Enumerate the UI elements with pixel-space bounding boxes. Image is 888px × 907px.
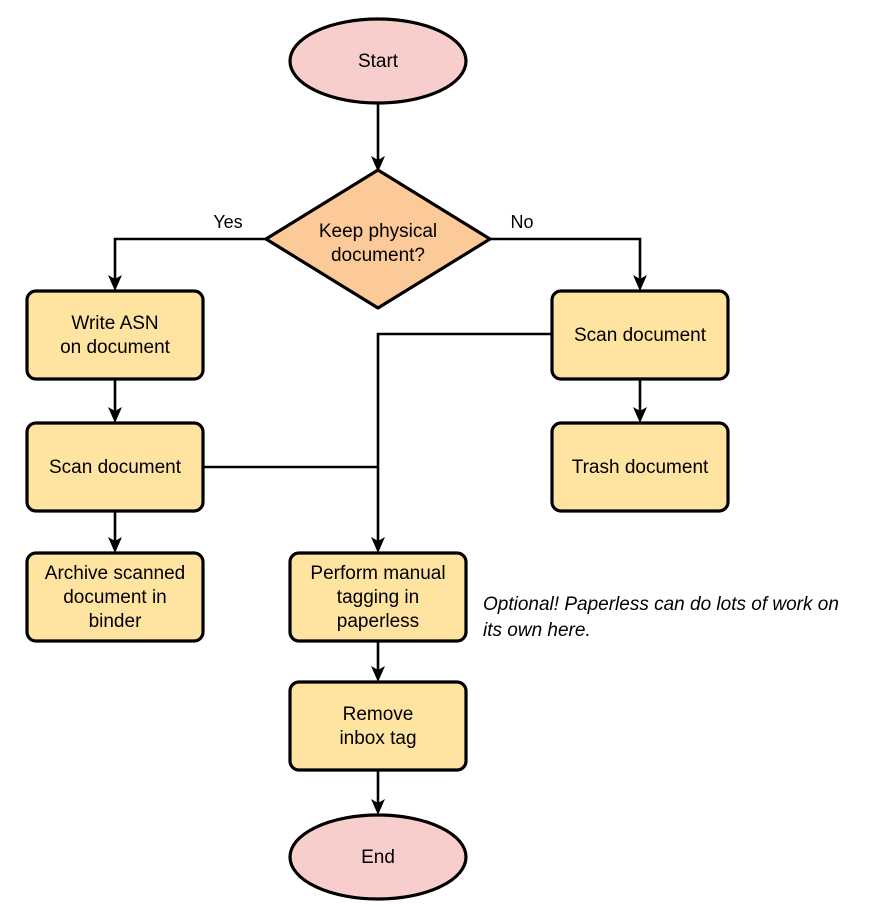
archive-binder-label-line-2: document in	[63, 587, 167, 608]
annotation-line-2: its own here.	[483, 620, 591, 641]
edge-label-yes: Yes	[213, 212, 242, 232]
node-write-asn[interactable]: Write ASN on document	[25, 289, 205, 381]
scan-document-right-box-shape[interactable]	[550, 289, 730, 381]
manual-tagging-label-line-2: tagging in	[337, 587, 419, 608]
arrowhead-icon	[371, 156, 385, 172]
edge-scan-right-to-manual-tagging	[371, 332, 552, 553]
arrowhead-icon	[108, 537, 122, 553]
scan-document-left-box-shape[interactable]	[25, 421, 205, 513]
node-trash-document[interactable]: Trash document	[550, 421, 730, 513]
arrowhead-icon	[371, 666, 385, 682]
decision-label-line-1: Keep physical	[319, 221, 437, 242]
arrowhead-icon	[108, 407, 122, 423]
manual-tagging-label-line-1: Perform manual	[310, 563, 445, 584]
archive-binder-box-shape[interactable]	[25, 551, 205, 643]
remove-inbox-tag-label-line-2: inbox tag	[339, 728, 416, 749]
decision-label-line-2: document?	[331, 245, 425, 266]
archive-binder-label-line-1: Archive scanned	[45, 563, 185, 584]
edge-scan-right-to-trash	[633, 379, 647, 423]
manual-tagging-label-line-3: paperless	[337, 611, 419, 632]
arrowhead-icon	[633, 407, 647, 423]
scan-document-left-label: Scan document	[49, 457, 182, 478]
arrowhead-icon	[371, 799, 385, 815]
node-manual-tagging[interactable]: Perform manual tagging in paperless	[288, 551, 468, 643]
node-scan-document-left[interactable]: Scan document	[25, 421, 205, 513]
trash-document-label: Trash document	[572, 457, 709, 478]
node-start[interactable]: Start	[288, 17, 468, 105]
arrowhead-icon	[371, 537, 385, 553]
node-remove-inbox-tag[interactable]: Remove inbox tag	[288, 680, 468, 772]
decision-diamond-shape[interactable]	[264, 168, 492, 310]
end-ellipse-shape[interactable]	[288, 813, 468, 901]
node-scan-document-right[interactable]: Scan document	[550, 289, 730, 381]
trash-document-box-shape[interactable]	[550, 421, 730, 513]
start-ellipse-shape[interactable]	[288, 17, 468, 105]
annotation-line-1: Optional! Paperless can do lots of work …	[483, 594, 839, 615]
connector-layer	[108, 103, 647, 815]
node-archive-binder[interactable]: Archive scanned document in binder	[25, 551, 205, 643]
arrowhead-icon	[108, 275, 122, 291]
edge-write-asn-to-scan-left	[108, 379, 122, 423]
node-decision-keep-physical[interactable]: Keep physical document?	[264, 168, 492, 310]
edge-decision-to-write-asn	[108, 237, 266, 291]
write-asn-label-line-2: on document	[60, 337, 171, 358]
archive-binder-label-line-3: binder	[89, 611, 142, 632]
edge-remove-inbox-to-end	[371, 770, 385, 815]
edge-scan-left-to-archive	[108, 511, 122, 553]
annotation-optional-note: Optional! Paperless can do lots of work …	[483, 594, 839, 641]
manual-tagging-box-shape[interactable]	[288, 551, 468, 643]
start-label: Start	[358, 51, 399, 72]
edge-manual-tagging-to-remove-inbox	[371, 641, 385, 682]
edge-start-to-decision	[371, 103, 385, 172]
node-end[interactable]: End	[288, 813, 468, 901]
write-asn-box-shape[interactable]	[25, 289, 205, 381]
edge-decision-to-scan-right	[490, 237, 647, 291]
write-asn-label-line-1: Write ASN	[71, 313, 158, 334]
arrowhead-icon	[633, 275, 647, 291]
remove-inbox-tag-label-line-1: Remove	[343, 704, 414, 725]
remove-inbox-tag-box-shape[interactable]	[288, 680, 468, 772]
scan-document-right-label: Scan document	[574, 325, 707, 346]
edge-label-no: No	[510, 212, 533, 232]
end-label: End	[361, 847, 395, 868]
